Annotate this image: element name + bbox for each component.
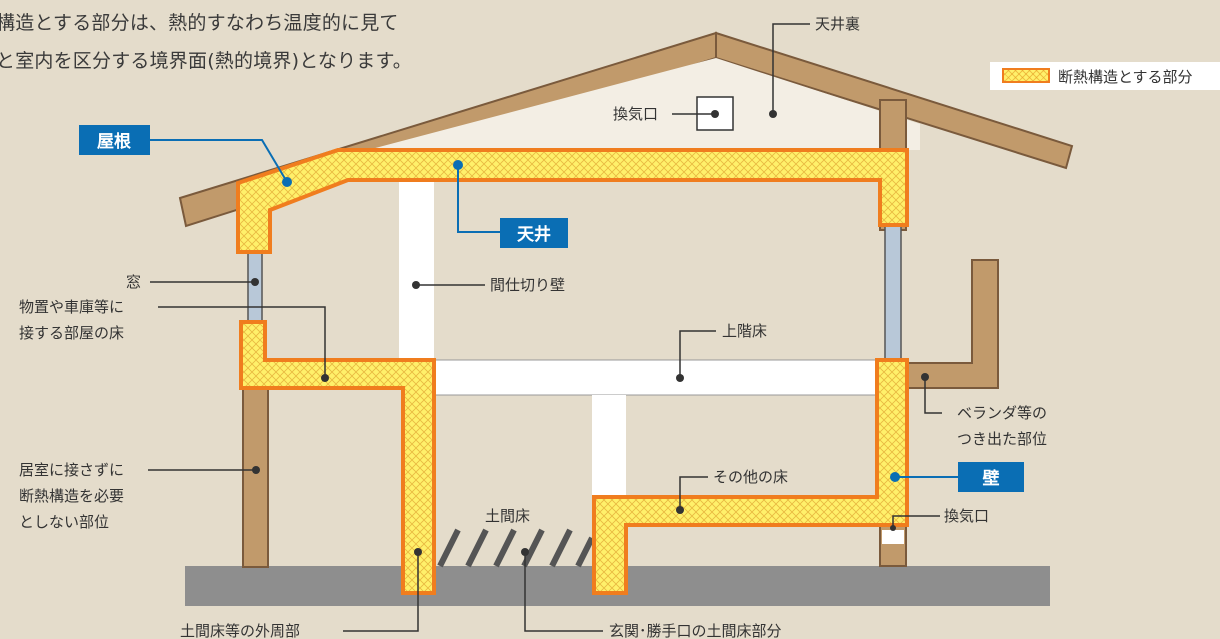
label-wall: 壁 [958, 462, 1024, 492]
upper-floor [431, 359, 881, 396]
leader-vent-bottom [892, 515, 940, 528]
label-attic: 天井裏 [815, 15, 860, 33]
label-no-insulation-2: 断熱構造を必要 [19, 487, 124, 505]
label-storage-floor-1: 物置や車庫等に [19, 298, 124, 316]
label-earth-perimeter: 土間床等の外周部 [180, 622, 300, 639]
legend-label: 断熱構造とする部分 [1058, 68, 1193, 86]
leader-entrance [524, 552, 603, 632]
intro-line-1: 構造とする部分は、熱的すなわち温度的に見て [0, 12, 399, 34]
label-ceiling: 天井 [500, 218, 568, 248]
label-veranda-1: ベランダ等の [957, 404, 1047, 422]
vent-bottom-icon [882, 530, 904, 544]
svg-text:屋根: 屋根 [97, 131, 131, 152]
earth-floor [434, 528, 595, 568]
label-no-insulation-3: としない部位 [19, 513, 109, 531]
insulation-wall-other-floor [592, 358, 909, 595]
window-right [884, 223, 902, 361]
label-storage-floor-2: 接する部屋の床 [19, 324, 124, 342]
window-left [247, 251, 263, 325]
insulation-storage-floor [239, 320, 436, 595]
partition-wall [399, 180, 434, 360]
legend: 断熱構造とする部分 [990, 62, 1220, 90]
label-partition: 間仕切り壁 [490, 276, 565, 294]
leader-earth-perimeter [343, 552, 419, 632]
label-vent-bottom: 換気口 [944, 507, 989, 525]
leader-other-floor [679, 476, 708, 510]
left-post [242, 384, 269, 568]
insulation-swatch-icon [1002, 68, 1050, 83]
label-earth-floor: 土間床 [485, 507, 530, 525]
leader-veranda [924, 377, 942, 414]
label-window: 窓 [126, 273, 141, 291]
label-roof: 屋根 [79, 125, 150, 155]
label-veranda-2: つき出た部位 [957, 430, 1047, 448]
leader-ceiling [457, 165, 500, 233]
svg-text:天井: 天井 [517, 224, 551, 245]
label-other-floor: その他の床 [713, 468, 788, 486]
leader-storage-floor [158, 306, 326, 378]
label-no-insulation-1: 居室に接さずに [19, 461, 124, 479]
leader-attic [772, 23, 810, 114]
insulation-roof-ceiling [236, 148, 909, 254]
intro-line-2: と室内を区分する境界面(熱的境界)となります。 [0, 50, 412, 72]
leader-upper-floor [679, 330, 716, 378]
label-upper-floor: 上階床 [722, 322, 767, 340]
label-vent-top: 換気口 [613, 105, 658, 123]
label-entrance: 玄関･勝手口の土間床部分 [609, 622, 782, 639]
leader-roof [150, 139, 288, 183]
veranda [904, 259, 999, 389]
lower-partition [592, 395, 626, 495]
svg-text:壁: 壁 [983, 468, 1000, 489]
